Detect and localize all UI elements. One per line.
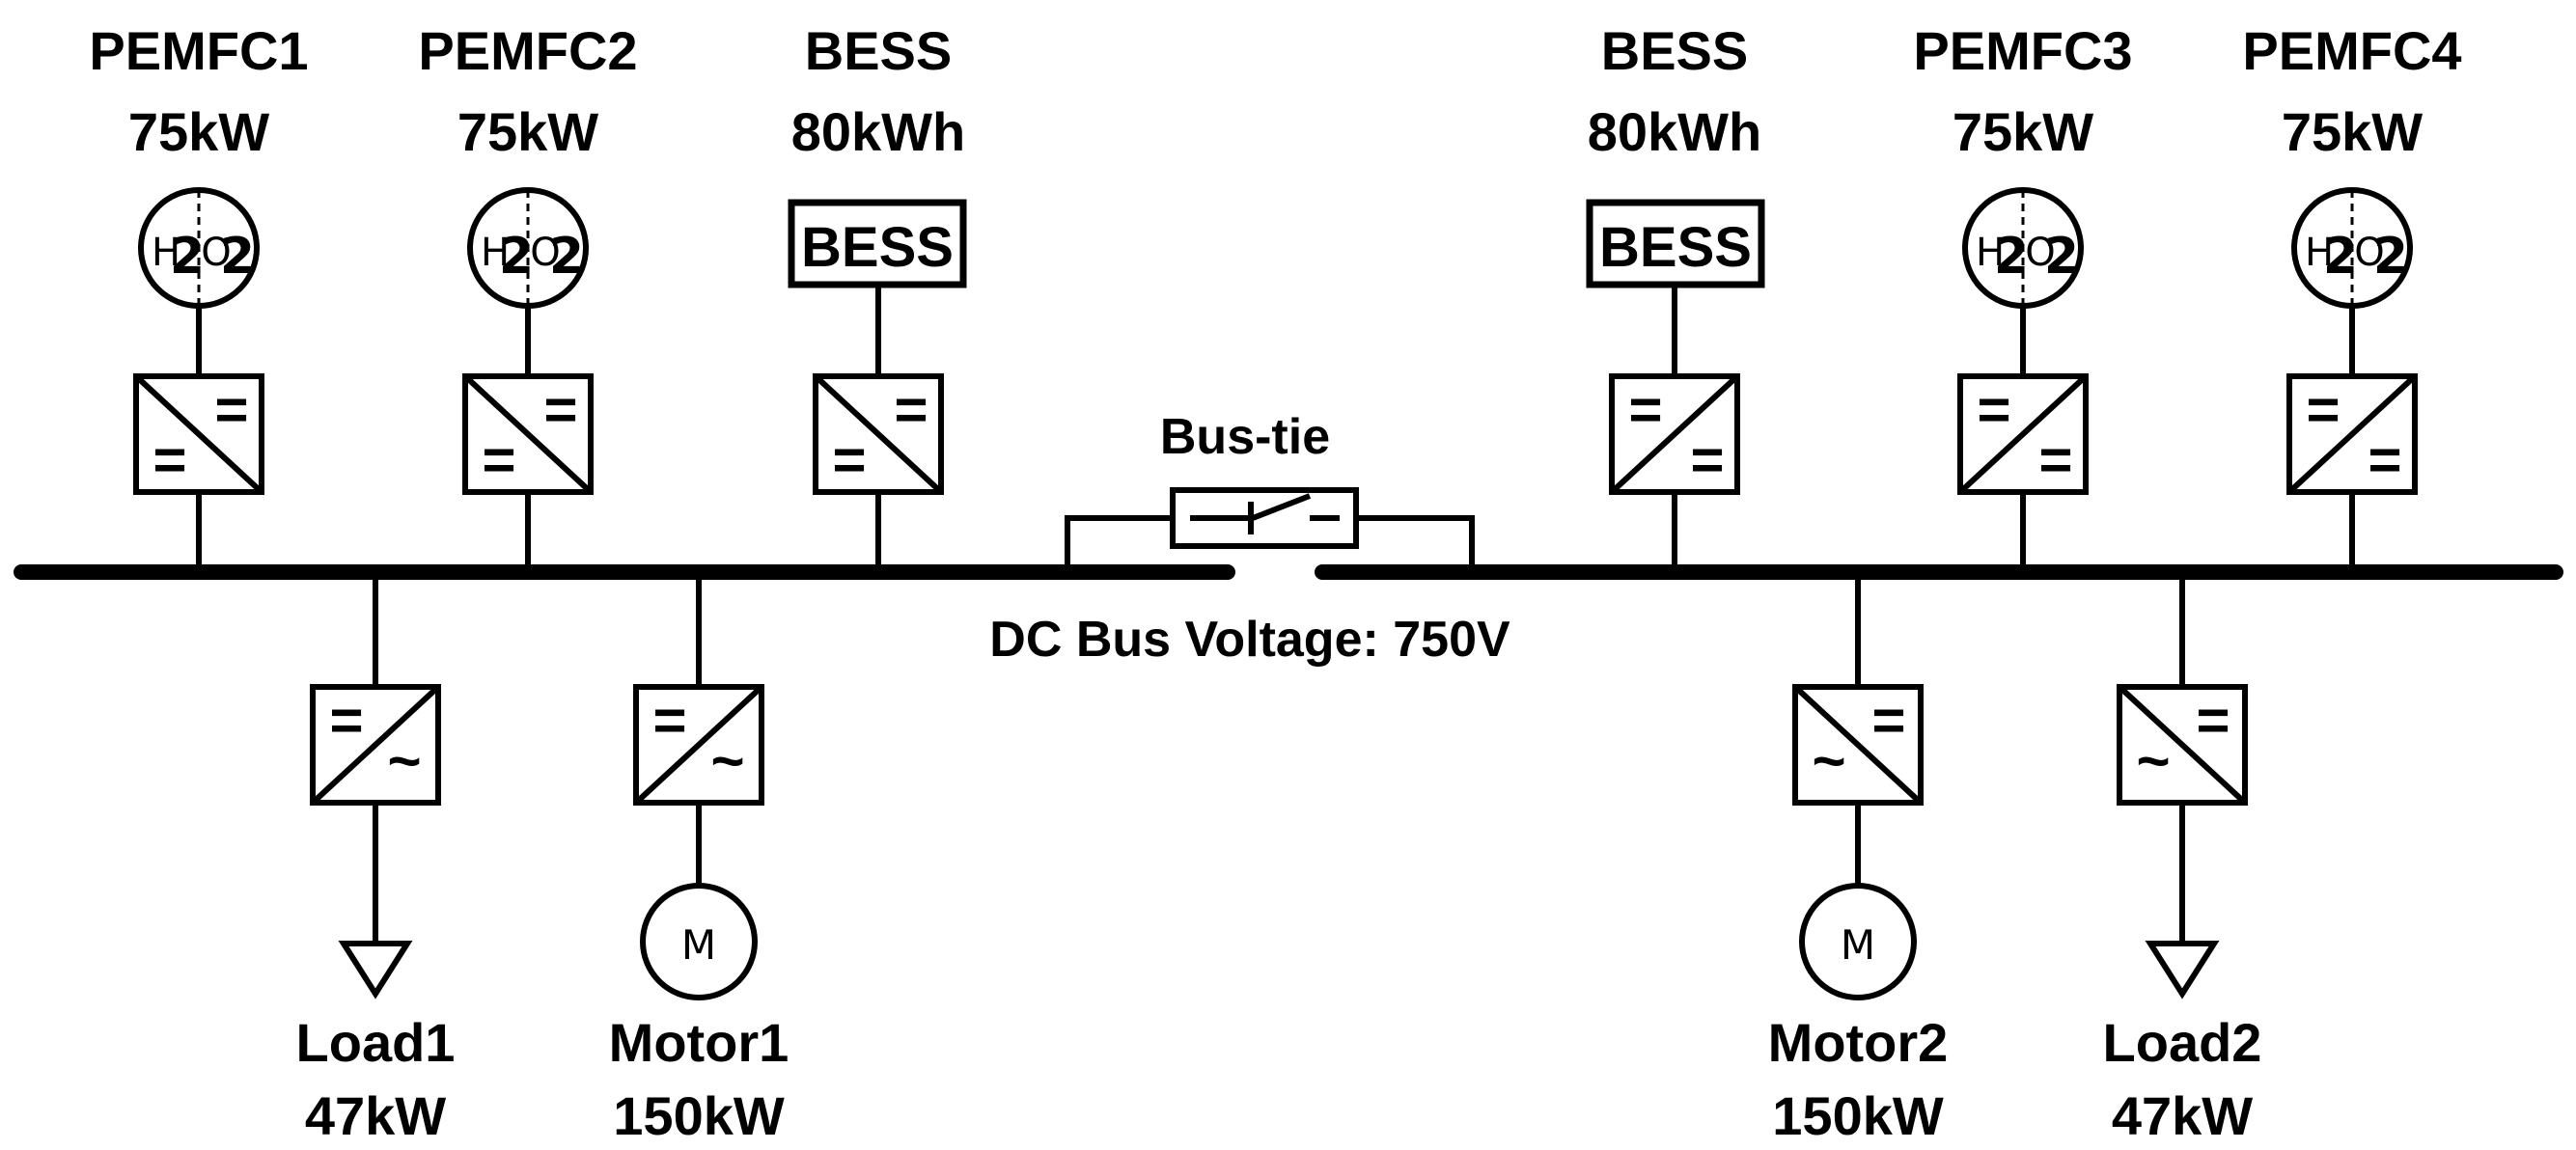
source-pemfc3: PEMFC3 75kW H 2 O 2 = = — [1913, 20, 2133, 572]
fuel-cell-icon: H 2 O 2 — [1962, 187, 2084, 309]
motor-icon: M — [640, 883, 758, 1000]
svg-text:2: 2 — [1994, 228, 2029, 286]
fc-h: H — [152, 231, 180, 275]
svg-text:O: O — [530, 231, 560, 275]
svg-text:2: 2 — [170, 228, 205, 286]
svg-text:H: H — [2305, 231, 2334, 275]
source-rating: 75kW — [457, 101, 598, 162]
svg-text:=: = — [482, 427, 515, 492]
consumer-rating: 150kW — [613, 1085, 785, 1146]
svg-text:~: ~ — [710, 728, 744, 793]
fuel-cell-icon: H 2 O 2 — [2291, 187, 2413, 309]
svg-text:H: H — [1976, 231, 2005, 275]
source-pemfc4: PEMFC4 75kW H 2 O 2 = = — [2242, 20, 2462, 572]
svg-text:2: 2 — [2323, 228, 2358, 286]
svg-text:BESS: BESS — [801, 216, 954, 279]
svg-text:2: 2 — [2373, 228, 2408, 286]
source-bess-right: BESS 80kWh BESS = = — [1586, 20, 1765, 572]
svg-text:=: = — [1628, 377, 1662, 442]
source-rating: 75kW — [1953, 101, 2093, 162]
source-name: BESS — [1601, 20, 1749, 81]
load-triangle-icon — [2145, 941, 2220, 999]
consumer-rating: 47kW — [305, 1085, 446, 1146]
svg-text:M: M — [1841, 921, 1875, 969]
source-name: PEMFC1 — [89, 20, 308, 81]
svg-text:=: = — [2306, 377, 2340, 442]
svg-text:=: = — [2038, 427, 2072, 492]
svg-text:=: = — [2196, 688, 2230, 753]
consumer-load1: = ~ Load1 47kW — [296, 572, 456, 1146]
consumer-name: Motor1 — [609, 1012, 789, 1073]
svg-text:=: = — [152, 427, 186, 492]
svg-text:=: = — [1690, 427, 1724, 492]
dc-ac-inverter-icon: = ~ — [310, 684, 441, 806]
fuel-cell-icon: H 2 O 2 — [467, 187, 589, 309]
dc-dc-converter-icon: = = — [133, 373, 264, 495]
svg-text:H: H — [481, 231, 510, 275]
svg-text:=: = — [1977, 377, 2010, 442]
bus-voltage-label: DC Bus Voltage: 750V — [989, 612, 1510, 668]
source-bess-left: BESS 80kWh BESS = = — [788, 20, 967, 572]
consumer-motor1: = ~ M Motor1 150kW — [609, 572, 789, 1146]
battery-box-icon: BESS — [1586, 199, 1765, 288]
source-name: PEMFC4 — [2242, 20, 2461, 81]
consumer-motor2: = ~ M Motor2 150kW — [1768, 572, 1949, 1146]
svg-text:~: ~ — [387, 728, 421, 793]
source-name: BESS — [805, 20, 953, 81]
svg-text:~: ~ — [2136, 728, 2170, 793]
source-pemfc1: PEMFC1 75kW H 2 O 2 = = — [89, 20, 309, 572]
load-triangle-icon — [338, 941, 413, 999]
dc-ac-inverter-icon: = ~ — [633, 684, 764, 806]
dc-dc-converter-icon: = = — [813, 373, 944, 495]
svg-text:2: 2 — [220, 228, 255, 286]
svg-text:=: = — [1871, 688, 1905, 753]
source-rating: 75kW — [128, 101, 269, 162]
svg-text:M: M — [681, 921, 716, 969]
svg-text:O: O — [2354, 231, 2384, 275]
consumer-load2: = ~ Load2 47kW — [2103, 572, 2262, 1146]
source-name: PEMFC2 — [418, 20, 637, 81]
svg-text:2: 2 — [499, 228, 534, 286]
motor-icon: M — [1799, 883, 1917, 1000]
fuel-cell-icon: H 2 O 2 — [138, 187, 260, 309]
svg-text:2: 2 — [549, 228, 584, 286]
dc-dc-converter-icon: = = — [1957, 373, 2089, 495]
dc-ac-inverter-icon: = ~ — [1792, 684, 1924, 806]
bus-tie — [1065, 487, 1475, 572]
dc-dc-converter-icon: = = — [2286, 373, 2418, 495]
consumer-name: Load2 — [2103, 1012, 2262, 1073]
consumer-name: Load1 — [296, 1012, 456, 1073]
dc-ac-inverter-icon: = ~ — [2117, 684, 2248, 806]
svg-text:=: = — [894, 377, 928, 442]
svg-text:BESS: BESS — [1599, 216, 1752, 279]
consumer-rating: 150kW — [1772, 1085, 1944, 1146]
source-rating: 75kW — [2282, 101, 2423, 162]
dc-dc-converter-icon: = = — [462, 373, 594, 495]
svg-text:~: ~ — [1812, 728, 1845, 793]
svg-text:=: = — [2368, 427, 2401, 492]
svg-text:O: O — [2025, 231, 2055, 275]
svg-text:=: = — [832, 427, 866, 492]
source-pemfc2: PEMFC2 75kW H 2 O 2 = = — [418, 20, 638, 572]
bus-tie-label: Bus-tie — [1160, 409, 1330, 465]
source-rating: 80kWh — [791, 101, 966, 162]
consumer-rating: 47kW — [2112, 1085, 2253, 1146]
svg-text:=: = — [652, 688, 686, 753]
svg-text:=: = — [543, 377, 577, 442]
consumer-name: Motor2 — [1768, 1012, 1949, 1073]
svg-text:=: = — [214, 377, 248, 442]
svg-text:2: 2 — [2044, 228, 2079, 286]
source-rating: 80kWh — [1588, 101, 1762, 162]
dc-dc-converter-icon: = = — [1609, 373, 1740, 495]
battery-box-icon: BESS — [788, 199, 967, 288]
fc-o: O — [201, 231, 231, 275]
source-name: PEMFC3 — [1913, 20, 2132, 81]
svg-text:=: = — [329, 688, 363, 753]
